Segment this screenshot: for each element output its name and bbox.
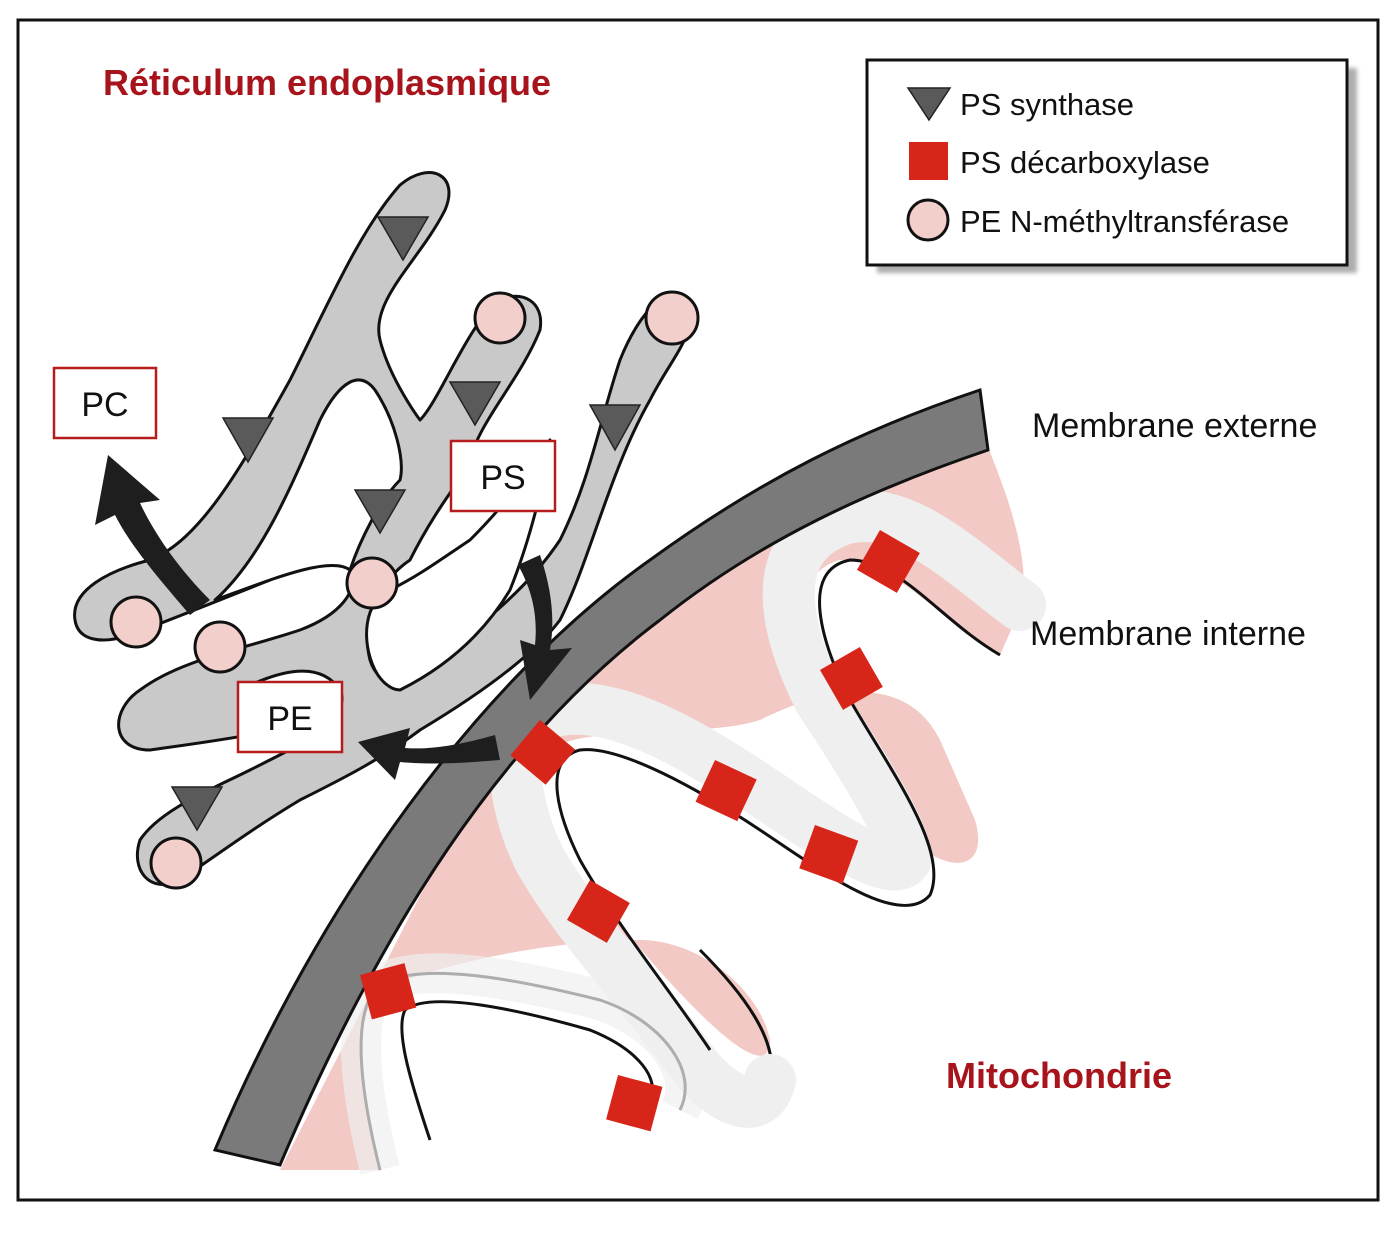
legend-label: PS décarboxylase [960, 145, 1210, 180]
triangle-down-icon [906, 87, 952, 122]
lipid-box-pc: PC [52, 366, 158, 440]
lipid-label-pc: PC [81, 386, 128, 424]
legend-item-ps-synthase: PS synthase [906, 87, 1134, 122]
ps-synthase-markers [170, 216, 642, 832]
lipid-box-pe: PE [236, 680, 344, 754]
pe-nmt-icon [345, 556, 399, 610]
ps-decarboxylase-icon [567, 880, 630, 943]
ps-synthase-icon [448, 381, 502, 427]
ps-decarboxylase-icon [799, 825, 859, 884]
inner-membrane-label: Membrane interne [1030, 615, 1306, 653]
legend-item-pe-nmt: PE N-méthyltransférase [906, 198, 1289, 242]
ps-synthase-icon [221, 417, 275, 464]
ps-synthase-icon [376, 216, 430, 262]
transport-arrows [95, 455, 572, 780]
lipid-label-pe: PE [267, 700, 312, 738]
pe-nmt-icon [109, 595, 163, 649]
arrow-pe-to-pc [95, 455, 210, 615]
ps-decarboxylase-icon [360, 963, 417, 1020]
ps-synthase-icon [353, 489, 407, 535]
legend-label: PS synthase [960, 87, 1134, 122]
inner-membrane-edge [555, 558, 1001, 1051]
pe-nmt-icon [473, 291, 527, 345]
ps-decarboxylase-icon [510, 720, 576, 785]
outer-membrane-label: Membrane externe [1032, 407, 1317, 445]
ps-synthase-icon [588, 404, 642, 452]
square-icon [909, 142, 948, 180]
pe-nmt-icon [193, 620, 247, 674]
legend-label: PE N-méthyltransférase [960, 204, 1289, 239]
lipid-box-ps: PS [449, 439, 557, 513]
mito-title: Mitochondrie [946, 1055, 1172, 1096]
pe-nmt-icon [149, 836, 203, 890]
ps-decarboxylase-icon [695, 760, 757, 822]
er-lumen-gap [213, 378, 403, 602]
lipid-label-ps: PS [480, 459, 525, 497]
circle-icon [906, 198, 950, 242]
legend-item-ps-decarboxylase: PS décarboxylase [909, 142, 1210, 180]
inner-membrane-band [490, 490, 1046, 1128]
ps-decarboxylase-icon [606, 1075, 663, 1132]
legend: PS synthase PS décarboxylase PE N-méthyl… [865, 58, 1349, 267]
ps-decarboxylase-icon [857, 530, 920, 593]
arrow-mito-to-pe [358, 728, 500, 780]
ps-synthase-icon [170, 786, 224, 832]
arrow-ps-to-mito [518, 555, 572, 700]
mitochondrion [212, 388, 1046, 1175]
pe-nmt-markers [109, 290, 700, 890]
er-title: Réticulum endoplasmique [103, 62, 551, 103]
pe-nmt-icon [644, 290, 700, 346]
ps-decarboxylase-markers [360, 530, 920, 1132]
ps-decarboxylase-icon [820, 647, 883, 710]
